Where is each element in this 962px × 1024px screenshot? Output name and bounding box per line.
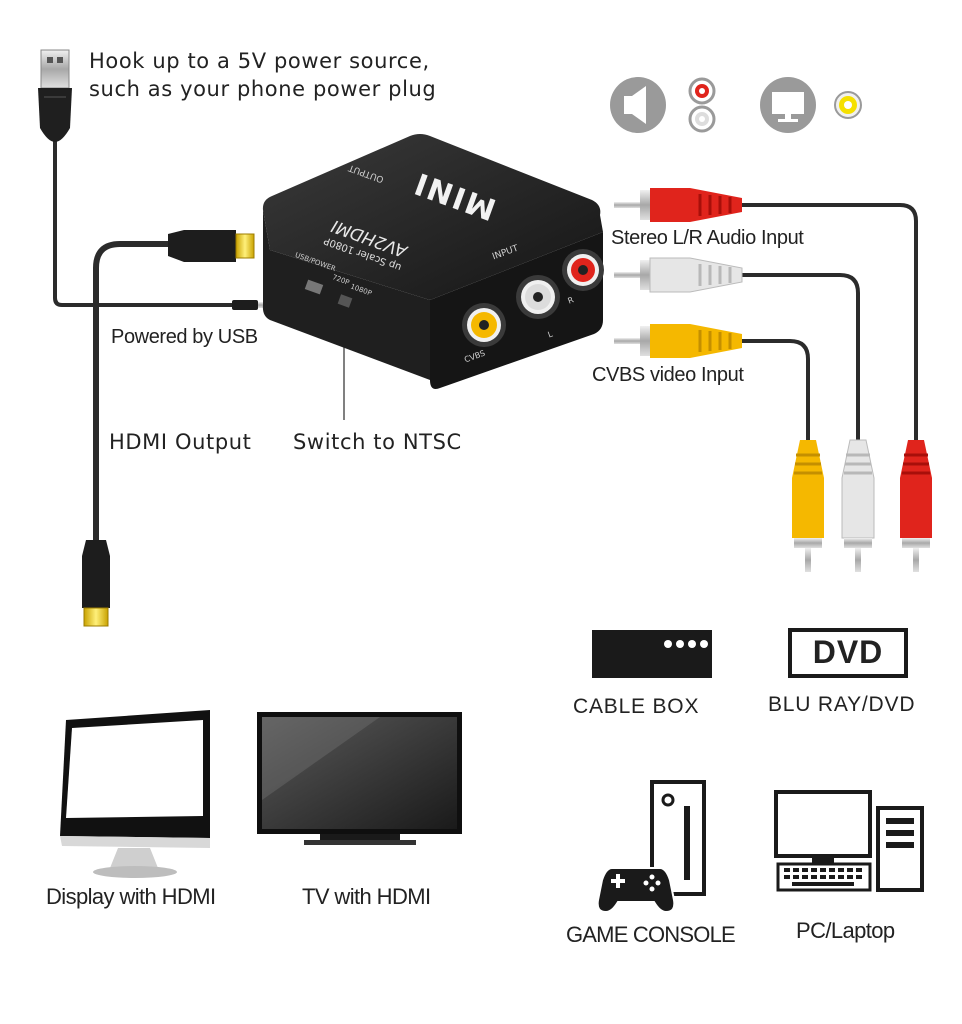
display-hdmi-label: Display with HDMI bbox=[46, 884, 216, 909]
power-source-line1: Hook up to a 5V power source, bbox=[89, 49, 430, 73]
blu-ray-label: BLU RAY/DVD bbox=[768, 693, 916, 716]
white-rca-plug-vertical bbox=[841, 439, 875, 572]
display-monitor-icon bbox=[60, 710, 210, 878]
hdmi-cable bbox=[93, 241, 182, 548]
stereo-audio-label: Stereo L/R Audio Input bbox=[611, 227, 804, 249]
usb-plug-icon bbox=[38, 49, 72, 142]
gamepad-icon bbox=[596, 867, 676, 914]
desktop-pc-icon bbox=[774, 790, 924, 892]
dvd-badge-text: DVD bbox=[812, 634, 884, 670]
red-rca-plug bbox=[614, 188, 742, 222]
cable-box-label: CABLE BOX bbox=[573, 695, 700, 718]
red-rca-plug-vertical bbox=[900, 440, 932, 572]
tv-hdmi-label: TV with HDMI bbox=[302, 884, 431, 909]
hdmi-output-label: HDMI Output bbox=[109, 430, 252, 454]
hdmi-plug-top bbox=[168, 230, 255, 262]
white-rca-cable bbox=[740, 273, 860, 440]
power-source-line2: such as your phone power plug bbox=[89, 77, 437, 101]
av2hdmi-converter bbox=[262, 134, 604, 389]
game-console-label: GAME CONSOLE bbox=[566, 922, 736, 947]
dvd-badge-icon bbox=[788, 628, 908, 678]
cvbs-jack bbox=[462, 303, 506, 347]
switch-ntsc-label: Switch to NTSC bbox=[293, 430, 462, 454]
rca-video-jack-icon bbox=[834, 91, 862, 119]
pc-laptop-label: PC/Laptop bbox=[796, 918, 895, 943]
powered-by-usb-label: Powered by USB bbox=[111, 326, 258, 348]
yellow-rca-cable bbox=[740, 339, 810, 440]
cvbs-video-label: CVBS video Input bbox=[592, 364, 744, 386]
cable-box-icon bbox=[592, 630, 712, 678]
yellow-rca-plug-vertical bbox=[792, 440, 824, 572]
tv-icon bbox=[257, 712, 462, 845]
monitor-icon bbox=[760, 77, 816, 133]
usb-cable bbox=[53, 140, 238, 307]
right-audio-jack bbox=[562, 249, 604, 291]
speaker-icon bbox=[610, 77, 666, 133]
rca-audio-jacks-icon bbox=[688, 77, 716, 133]
red-rca-cable bbox=[740, 203, 918, 440]
yellow-rca-plug bbox=[614, 324, 742, 358]
white-rca-plug bbox=[614, 257, 743, 293]
hdmi-plug-icon bbox=[82, 540, 110, 627]
left-audio-jack bbox=[516, 275, 560, 319]
